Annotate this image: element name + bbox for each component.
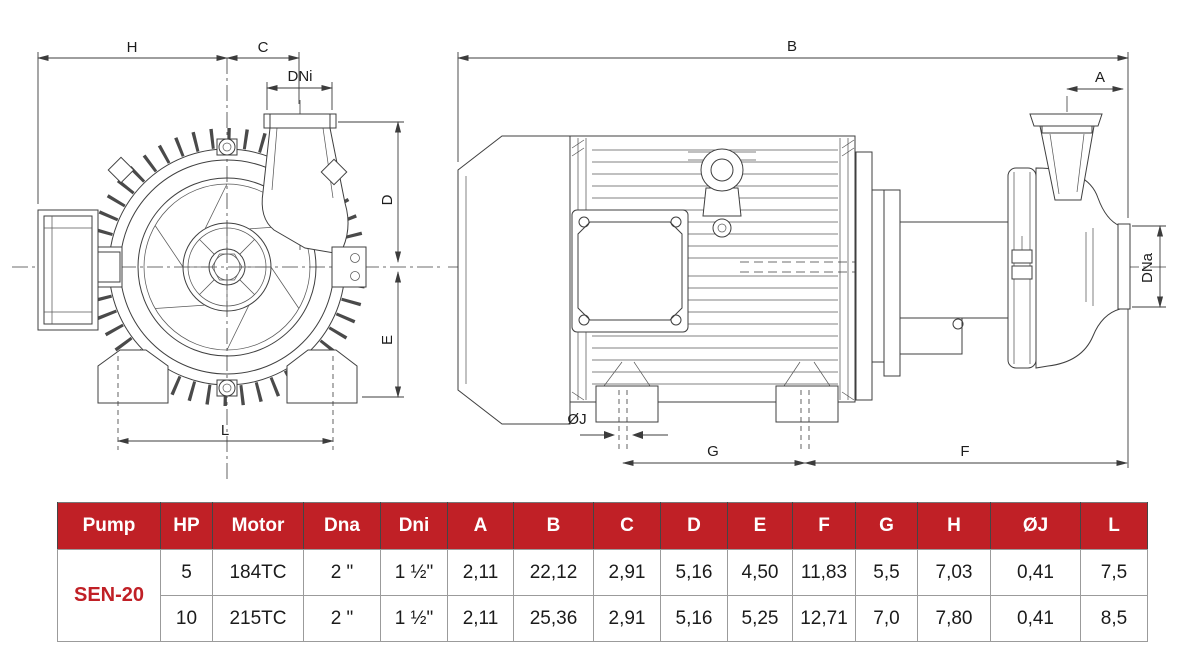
header-d: D <box>660 502 728 550</box>
side-foot-right <box>775 385 839 423</box>
table-row: 10 215TC 2 " 1 ½" 2,11 25,36 2,91 5,16 5… <box>58 595 1148 642</box>
header-e: E <box>727 502 793 550</box>
dim-label-F: F <box>960 443 969 460</box>
cell: 25,36 <box>513 595 594 642</box>
header-dna: Dna <box>303 502 381 550</box>
cell: 10 <box>160 595 213 642</box>
cell: 2,11 <box>447 549 514 596</box>
motor-adapter-flange <box>883 189 901 377</box>
cell: 12,71 <box>792 595 856 642</box>
dim-label-B: B <box>787 38 797 55</box>
dim-label-DNi: DNi <box>288 68 313 85</box>
cell: 4,50 <box>727 549 793 596</box>
clamp-band <box>1007 167 1037 369</box>
front-view-dimensions: H C DNi D E L <box>37 39 404 445</box>
cell: 5,16 <box>660 549 728 596</box>
dim-label-E: E <box>379 335 396 345</box>
suction-inlet-front <box>261 127 349 255</box>
terminal-box-side <box>571 209 689 333</box>
cell: 1 ½" <box>380 595 448 642</box>
suction-inlet-side <box>1029 113 1103 201</box>
pump-model-cell: SEN-20 <box>57 549 161 642</box>
header-a: A <box>447 502 514 550</box>
cell: 5,16 <box>660 595 728 642</box>
dim-label-DNa: DNa <box>1139 252 1156 283</box>
cell: 5,25 <box>727 595 793 642</box>
cell: 184TC <box>212 549 304 596</box>
dim-label-H: H <box>127 39 138 56</box>
header-c: C <box>593 502 661 550</box>
header-f: F <box>792 502 856 550</box>
header-dni: Dni <box>380 502 448 550</box>
cell: 2 " <box>303 595 381 642</box>
table-row: SEN-20 5 184TC 2 " 1 ½" 2,11 22,12 2,91 … <box>57 549 1148 642</box>
cell: 8,5 <box>1080 595 1148 642</box>
cell: 2,91 <box>593 595 661 642</box>
header-l: L <box>1080 502 1148 550</box>
header-pump: Pump <box>57 502 161 550</box>
header-g: G <box>855 502 918 550</box>
cell: 5,5 <box>855 549 918 596</box>
dim-label-G: G <box>707 443 719 460</box>
header-oj: ØJ <box>990 502 1081 550</box>
adapter-barrel <box>899 221 1009 319</box>
fan-cover <box>457 135 571 425</box>
cell: 22,12 <box>513 549 594 596</box>
header-motor: Motor <box>212 502 304 550</box>
cell: 2,91 <box>593 549 661 596</box>
cell: 0,41 <box>990 595 1081 642</box>
front-view: H C DNi D E L <box>12 39 442 480</box>
cell: 7,0 <box>855 595 918 642</box>
cell: 5 <box>160 549 213 596</box>
dim-label-C: C <box>258 39 269 56</box>
header-hp: HP <box>160 502 213 550</box>
dim-label-D: D <box>379 194 396 205</box>
cell: 11,83 <box>792 549 856 596</box>
dim-label-OJ: ØJ <box>567 411 586 428</box>
dim-label-L: L <box>221 422 229 439</box>
cell: 0,41 <box>990 549 1081 596</box>
header-h: H <box>917 502 991 550</box>
cell: 7,03 <box>917 549 991 596</box>
header-b: B <box>513 502 594 550</box>
table-header-row: Pump HP Motor Dna Dni A B C D E F G H ØJ… <box>57 502 1148 550</box>
terminal-box-front <box>37 209 121 331</box>
dim-label-A: A <box>1095 69 1105 86</box>
cell: 7,5 <box>1080 549 1148 596</box>
cell: 2 " <box>303 549 381 596</box>
cell: 2,11 <box>447 595 514 642</box>
spec-table: Pump HP Motor Dna Dni A B C D E F G H ØJ… <box>57 502 1148 642</box>
discharge-port <box>1117 223 1131 310</box>
front-foot-left <box>97 349 169 404</box>
side-view: B A DNa ØJ G F <box>448 38 1168 468</box>
cell: 215TC <box>212 595 304 642</box>
pump-dimensional-drawing: H C DNi D E L <box>12 38 1168 480</box>
lifting-eye <box>688 148 756 238</box>
front-foot-right <box>286 349 358 404</box>
side-view-dimensions: B A DNa ØJ G F <box>457 38 1166 468</box>
cell: 7,80 <box>917 595 991 642</box>
cell: 1 ½" <box>380 549 448 596</box>
